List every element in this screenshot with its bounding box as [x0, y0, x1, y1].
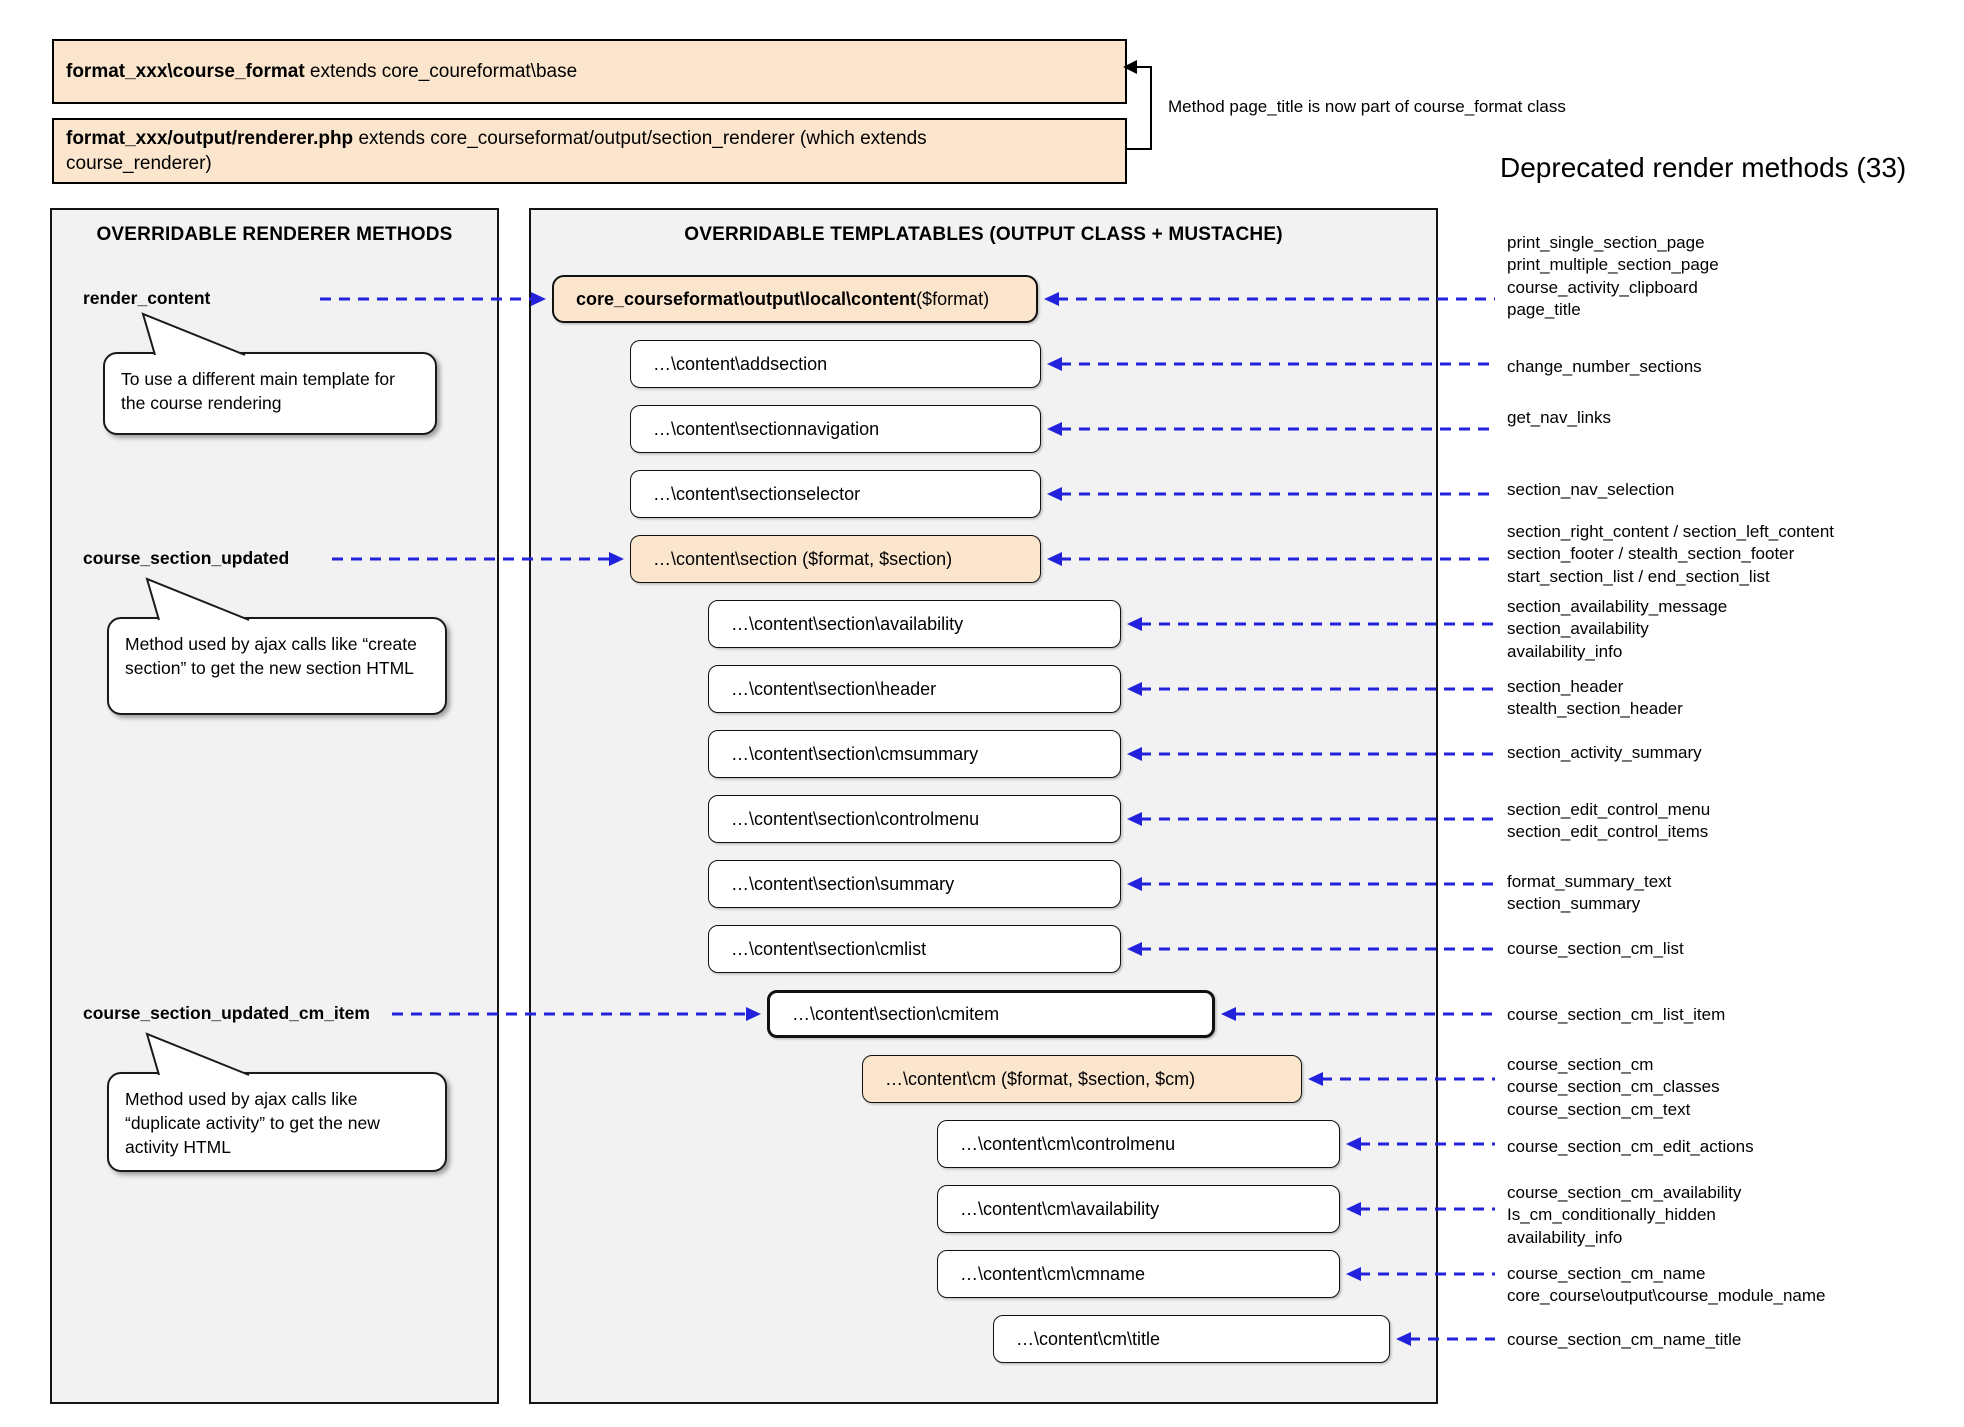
deprecated-method-group: format_summary_text section_summary — [1507, 871, 1671, 916]
templatable-box: …\content\cm\controlmenu — [937, 1120, 1340, 1168]
bracket-connector — [1125, 66, 1152, 150]
deprecated-method-group: course_section_cm course_section_cm_class… — [1507, 1054, 1720, 1121]
deprecated-method-label: page_title — [1507, 300, 1581, 320]
templatable-box: …\content\cm\availability — [937, 1185, 1340, 1233]
deprecated-method-group: section_header stealth_section_header — [1507, 676, 1683, 721]
deprecated-method-label: section_summary — [1507, 894, 1641, 914]
deprecated-method-label: print_single_section_page — [1507, 233, 1705, 252]
templatable-box: …\content\addsection — [630, 340, 1041, 388]
deprecated-method-label: get_nav_links — [1507, 408, 1611, 427]
templatable-box: …\content\cm ($format, $section, $cm) — [862, 1055, 1302, 1103]
templatable-box: …\content\sectionnavigation — [630, 405, 1041, 453]
deprecated-method-label: section_nav_selection — [1507, 480, 1675, 499]
templatable-box: …\content\section\summary — [708, 860, 1121, 908]
deprecated-method-group: course_section_cm_edit_actions — [1507, 1136, 1754, 1158]
deprecated-method-label: course_section_cm_classes — [1507, 1077, 1720, 1097]
deprecated-method-label: stealth_section_header — [1507, 699, 1683, 719]
deprecated-method-label: course_section_cm_availability — [1507, 1183, 1742, 1202]
deprecated-method-label: start_section_list / end_section_list — [1507, 566, 1770, 586]
renderer-method-label: course_section_updated_cm_item — [83, 1003, 370, 1023]
templatable-box: …\content\cm\cmname — [937, 1250, 1340, 1298]
deprecated-method-label: availability_info — [1507, 1227, 1623, 1247]
deprecated-method-label: section_footer / stealth_section_footer — [1507, 544, 1795, 564]
deprecated-method-group: section_activity_summary — [1507, 742, 1702, 764]
deprecated-method-label: section_edit_control_menu — [1507, 800, 1711, 819]
templatable-box: core_courseformat\output\local\content (… — [552, 275, 1038, 323]
method-note-bubble: Method used by ajax calls like “create s… — [107, 617, 447, 715]
deprecated-method-label: course_section_cm — [1507, 1055, 1654, 1074]
deprecated-method-label: course_section_cm_list_item — [1507, 1005, 1726, 1024]
templatable-box: …\content\section ($format, $section) — [630, 535, 1041, 583]
templatable-box: …\content\sectionselector — [630, 470, 1041, 518]
renderer-method-label: course_section_updated — [83, 548, 290, 568]
deprecated-method-label: section_availability_message — [1507, 597, 1728, 616]
deprecated-method-label: section_activity_summary — [1507, 743, 1702, 762]
deprecated-heading: Deprecated render methods (33) — [1500, 152, 1907, 183]
deprecated-method-label: section_availability — [1507, 619, 1649, 639]
templatable-box: …\content\section\availability — [708, 600, 1121, 648]
deprecated-method-label: course_section_cm_text — [1507, 1099, 1691, 1119]
deprecated-method-label: course_section_cm_name_title — [1507, 1330, 1742, 1349]
deprecated-method-label: section_header — [1507, 677, 1624, 696]
class-box-course-format: format_xxx\course_format extends core_co… — [52, 39, 1127, 104]
templatables-panel-title: OVERRIDABLE TEMPLATABLES (OUTPUT CLASS +… — [684, 224, 1283, 245]
templatable-box: …\content\section\cmsummary — [708, 730, 1121, 778]
deprecated-method-label: Is_cm_conditionally_hidden — [1507, 1205, 1716, 1225]
deprecated-method-label: course_section_cm_list — [1507, 939, 1684, 958]
deprecated-method-label: change_number_sections — [1507, 357, 1702, 376]
bracket-note: Method page_title is now part of course_… — [1168, 97, 1566, 116]
templatable-box: …\content\section\header — [708, 665, 1121, 713]
class-box-renderer-text: format_xxx/output/renderer.php extends c… — [66, 128, 927, 174]
templatable-box: …\content\cm\title — [993, 1315, 1390, 1363]
method-note-bubble: To use a different main template for the… — [103, 352, 437, 435]
deprecated-method-label: course_section_cm_name — [1507, 1264, 1706, 1283]
deprecated-method-group: course_section_cm_name core_course\output… — [1507, 1263, 1825, 1308]
deprecated-method-label: course_activity_clipboard — [1507, 277, 1698, 297]
renderer-methods-panel-title: OVERRIDABLE RENDERER METHODS — [96, 224, 453, 245]
templatable-box: …\content\section\cmitem — [767, 990, 1215, 1038]
deprecated-method-group: print_single_section_page print_multiple_… — [1507, 232, 1719, 322]
deprecated-method-group: section_right_content / section_left_con… — [1507, 521, 1834, 588]
deprecated-method-group: course_section_cm_list — [1507, 938, 1684, 960]
deprecated-method-group: change_number_sections — [1507, 356, 1702, 378]
templatable-box: …\content\section\cmlist — [708, 925, 1121, 973]
deprecated-method-group: section_nav_selection — [1507, 479, 1674, 501]
deprecated-method-group: course_section_cm_list_item — [1507, 1004, 1725, 1026]
deprecated-method-group: course_section_cm_name_title — [1507, 1329, 1741, 1351]
templatable-box: …\content\section\controlmenu — [708, 795, 1121, 843]
renderer-method-label: render_content — [83, 288, 211, 308]
method-note-bubble: Method used by ajax calls like “duplicat… — [107, 1072, 447, 1172]
class-box-renderer: format_xxx/output/renderer.php extends c… — [52, 118, 1127, 184]
deprecated-method-label: print_multiple_section_page — [1507, 255, 1719, 275]
deprecated-method-label: format_summary_text — [1507, 872, 1672, 891]
deprecated-method-label: course_section_cm_edit_actions — [1507, 1137, 1754, 1156]
deprecated-method-label: section_right_content / section_left_con… — [1507, 522, 1834, 541]
deprecated-method-group: section_edit_control_menu section_edit_co… — [1507, 799, 1710, 844]
deprecated-method-label: availability_info — [1507, 641, 1623, 661]
class-box-course-format-text: format_xxx\course_format extends core_co… — [66, 61, 578, 82]
deprecated-method-label: section_edit_control_items — [1507, 822, 1709, 842]
deprecated-method-group: section_availability_message section_avai… — [1507, 596, 1727, 663]
deprecated-method-label: core_course\output\course_module_name — [1507, 1286, 1826, 1306]
deprecated-method-group: get_nav_links — [1507, 407, 1611, 429]
